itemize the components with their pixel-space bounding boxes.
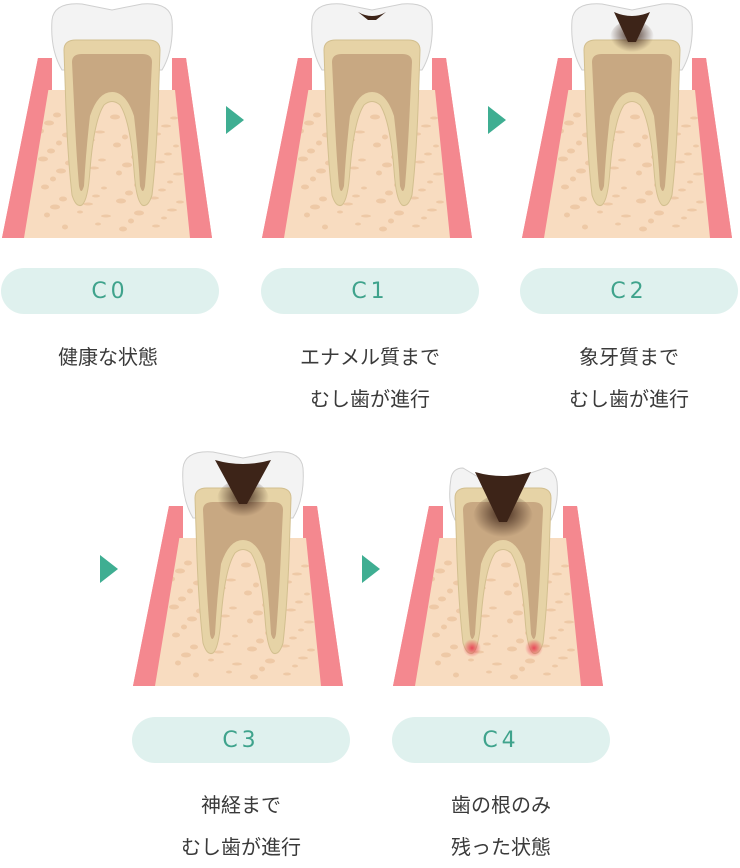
caption-line: 歯の根のみ	[451, 793, 551, 817]
arrow-right-icon	[226, 106, 244, 134]
stage-label-c2: C2	[520, 268, 738, 314]
caption-line: 象牙質まで	[579, 345, 679, 369]
stage-caption-c2: 象牙質まで むし歯が進行	[509, 336, 740, 420]
caption-line: 神経まで	[201, 793, 281, 817]
stage-caption-c1: エナメル質まで むし歯が進行	[250, 336, 490, 420]
tooth-c0-illustration	[2, 3, 212, 238]
caption-line: 健康な状態	[58, 345, 158, 369]
caption-line: むし歯が進行	[310, 387, 430, 411]
stage-label-c3: C3	[132, 717, 350, 763]
arrow-right-icon	[362, 555, 380, 583]
arrow-right-icon	[100, 555, 118, 583]
caption-line: 残った状態	[451, 835, 551, 859]
tooth-c1-illustration	[262, 3, 472, 238]
caption-line: むし歯が進行	[181, 835, 301, 859]
caption-line: エナメル質まで	[300, 345, 440, 369]
caption-line: むし歯が進行	[569, 387, 689, 411]
stage-caption-c4: 歯の根のみ 残った状態	[381, 784, 621, 868]
stage-caption-c0: 健康な状態	[0, 336, 228, 378]
stage-label-c4: C4	[392, 717, 610, 763]
stage-caption-c3: 神経まで むし歯が進行	[121, 784, 361, 868]
arrow-right-icon	[488, 106, 506, 134]
tooth-c2-illustration	[522, 3, 732, 238]
tooth-c3-illustration	[133, 451, 343, 686]
tooth-c4-illustration	[393, 467, 603, 686]
stage-label-c1: C1	[261, 268, 479, 314]
stage-label-c0: C0	[1, 268, 219, 314]
